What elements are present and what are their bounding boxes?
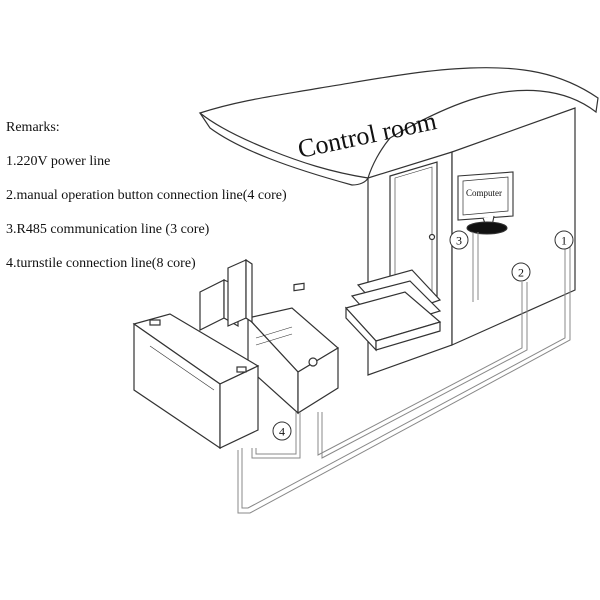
door-knob	[428, 233, 436, 241]
right-unit-card-reader	[293, 282, 305, 292]
building-side-wall	[451, 107, 576, 346]
cable-2-manual-button-line	[317, 282, 523, 456]
computer-screen	[462, 176, 509, 216]
marker-1: 1	[554, 230, 574, 250]
marker-4-label: 4	[279, 425, 285, 439]
building-roof	[198, 67, 599, 179]
computer-keyboard	[466, 221, 508, 235]
remarks-heading: Remarks:	[6, 120, 60, 135]
marker-3-label: 3	[456, 234, 462, 248]
turnstile-gates	[132, 258, 340, 450]
turnstile-right-unit	[246, 282, 340, 415]
cable-1-power-line-parallel	[237, 245, 571, 514]
marker-2-label: 2	[518, 266, 524, 280]
marker-3: 3	[449, 230, 469, 250]
left-unit-indicator	[236, 366, 247, 373]
computer-workstation	[457, 171, 514, 235]
roof-lower-edge	[199, 112, 369, 186]
cable-4-turnstile-line	[251, 412, 301, 459]
control-room-building	[198, 67, 599, 376]
cable-2-manual-button-line-parallel	[321, 282, 528, 459]
computer-label: Computer	[466, 188, 502, 198]
entrance-steps	[344, 269, 442, 352]
turnstile-flap-wings	[199, 258, 253, 331]
cable-1-power-line	[241, 245, 566, 509]
right-unit-indicator	[308, 357, 318, 367]
cable-4-turnstile-line-parallel	[255, 412, 297, 455]
marker-4: 4	[272, 421, 292, 441]
remark-item-turnstile-line: 4.turnstile connection line(8 core)	[6, 256, 196, 271]
marker-2: 2	[511, 262, 531, 282]
left-unit-card-reader	[149, 319, 161, 326]
remarks-panel: Remarks: 1.220V power line 2.manual oper…	[6, 118, 366, 288]
remark-item-manual-button-line: 2.manual operation button connection lin…	[6, 188, 287, 203]
marker-1-label: 1	[561, 234, 567, 248]
remark-item-power-line: 1.220V power line	[6, 154, 111, 169]
remark-item-rs485-line: 3.R485 communication line (3 core)	[6, 222, 210, 237]
cable-runs	[237, 232, 571, 514]
turnstile-left-unit	[132, 313, 260, 450]
